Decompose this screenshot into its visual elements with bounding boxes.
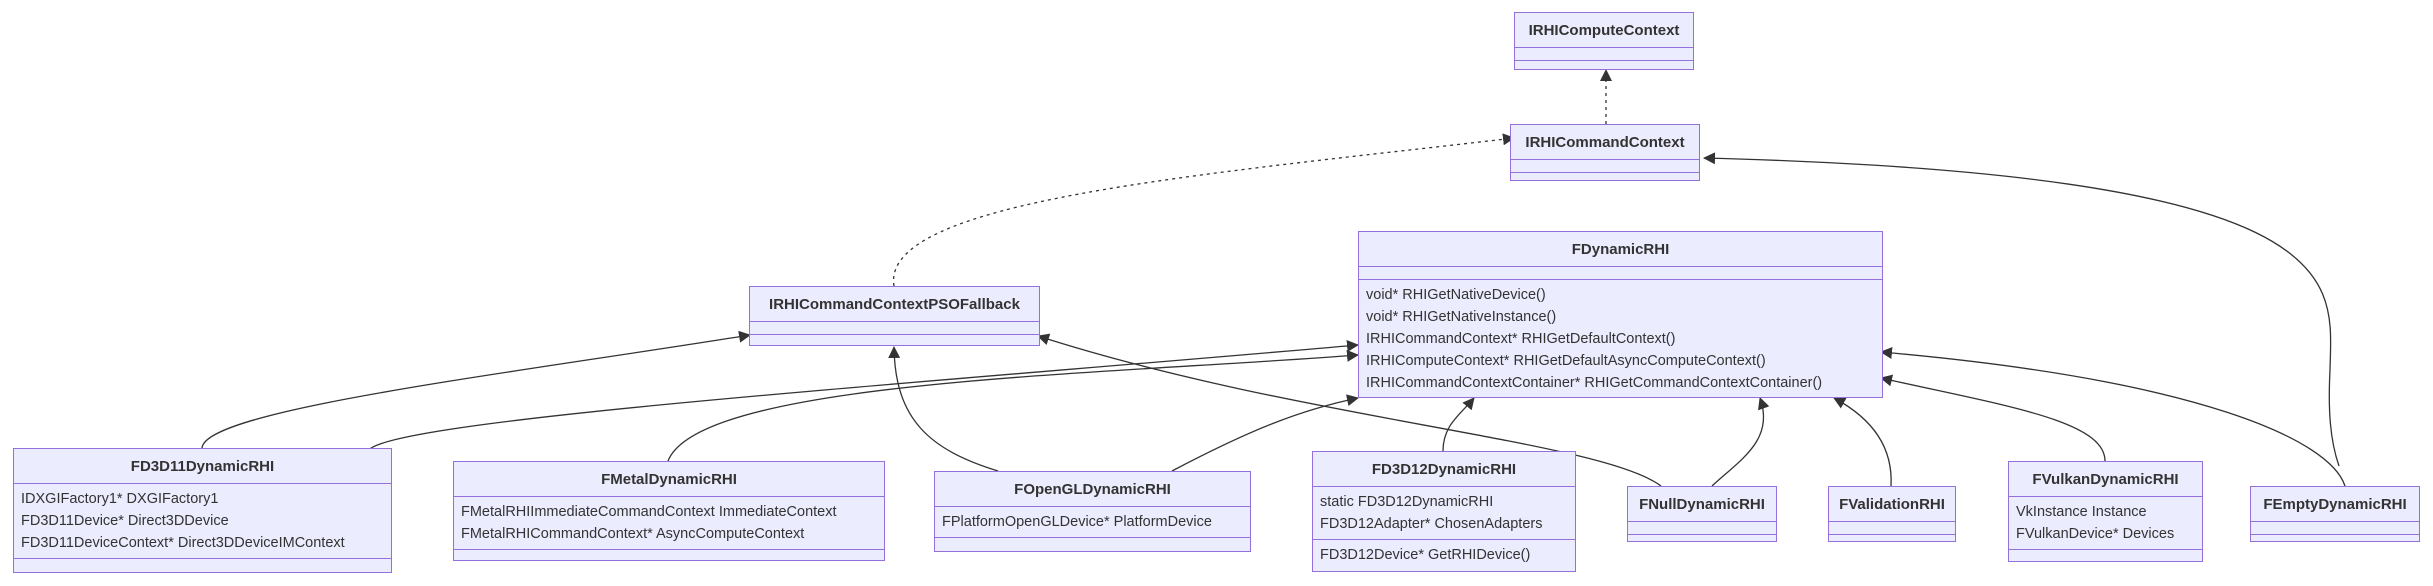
methods-section [2009,549,2202,562]
edge-d3d11-to-dynamicrhi [367,339,1359,452]
class-name: FValidationRHI [1839,496,1945,513]
class-irhicomputecontext[interactable]: IRHIComputeContext [1514,12,1694,70]
methods-section [935,537,1250,550]
edge-metal-to-dynamicrhi [667,349,1359,462]
class-name: IRHICommandContext [1525,134,1685,151]
attribute: FVulkanDevice* Devices [2016,526,2175,542]
attribute: FD3D11DeviceContext* Direct3DDeviceIMCon… [21,535,345,551]
methods-section [1515,60,1693,73]
class-name: IRHIComputeContext [1528,22,1680,39]
attribute: FD3D11Device* Direct3DDevice [21,513,229,529]
attribute: FMetalRHIImmediateCommandContext Immedia… [461,504,837,520]
class-name: FMetalDynamicRHI [601,471,737,488]
edge-empty-to-dynamicrhi [1880,346,2346,487]
class-fopengldynamicrhi[interactable]: FOpenGLDynamicRHI FPlatformOpenGLDevice*… [934,471,1251,552]
edge-empty-to-commandcontext [1703,152,2340,467]
class-name: FDynamicRHI [1571,241,1670,258]
attributes-section [750,321,1039,334]
attributes-section [2251,521,2419,534]
class-fmetaldynamicrhi[interactable]: FMetalDynamicRHI FMetalRHIImmediateComma… [453,461,885,561]
method: void* RHIGetNativeInstance() [1366,309,1557,325]
method: FD3D12Device* GetRHIDevice() [1320,547,1531,563]
attributes-section: IDXGIFactory1* DXGIFactory1 FD3D11Device… [14,483,391,558]
attribute: IDXGIFactory1* DXGIFactory1 [21,491,219,507]
edge-d3d12-to-dynamicrhi [1442,397,1475,452]
attributes-section: static FD3D12DynamicRHI FD3D12Adapter* C… [1313,486,1575,539]
methods-section: FD3D12Device* GetRHIDevice() [1313,539,1575,570]
class-fdynamicrhi[interactable]: FDynamicRHI void* RHIGetNativeDevice() v… [1358,231,1883,398]
class-name: FVulkanDynamicRHI [2032,471,2179,488]
attributes-section [1829,521,1955,534]
methods-section [750,334,1039,347]
methods-section [454,549,884,562]
attributes-section: FMetalRHIImmediateCommandContext Immedia… [454,496,884,549]
class-fvalidationrhi[interactable]: FValidationRHI [1828,486,1956,542]
attributes-section [1515,47,1693,60]
attributes-section: FPlatformOpenGLDevice* PlatformDevice [935,506,1250,537]
attribute: VkInstance Instance [2016,504,2147,520]
class-femptydynamicrhi[interactable]: FEmptyDynamicRHI [2250,486,2420,542]
class-name: FD3D12DynamicRHI [1371,461,1517,478]
edge-validation-to-dynamicrhi [1833,397,1892,487]
class-name: FOpenGLDynamicRHI [1014,481,1171,498]
class-fnulldynamicrhi[interactable]: FNullDynamicRHI [1627,486,1777,542]
attribute: static FD3D12DynamicRHI [1320,494,1494,510]
attribute: FPlatformOpenGLDevice* PlatformDevice [942,514,1212,530]
attributes-section: VkInstance Instance FVulkanDevice* Devic… [2009,496,2202,549]
attribute: FMetalRHICommandContext* AsyncComputeCon… [461,526,805,542]
class-irhicommandcontextpsofallback[interactable]: IRHICommandContextPSOFallback [749,286,1040,346]
method: IRHICommandContext* RHIGetDefaultContext… [1366,331,1676,347]
class-name: FEmptyDynamicRHI [2263,496,2407,513]
edge-null-to-psofallback [1037,333,1662,487]
edge-opengl-to-psofallback [888,346,999,472]
methods-section [1829,534,1955,547]
methods-section [1628,534,1776,547]
edge-psofallback-to-commandcontext [893,133,1515,287]
attributes-section [1359,266,1882,279]
class-name: FD3D11DynamicRHI [130,458,275,475]
edge-null-to-dynamicrhi [1711,397,1770,487]
class-fd3d11dynamicrhi[interactable]: FD3D11DynamicRHI IDXGIFactory1* DXGIFact… [13,448,392,573]
method: IRHICommandContextContainer* RHIGetComma… [1366,375,1823,391]
class-name: IRHICommandContextPSOFallback [769,296,1020,313]
methods-section [2251,534,2419,547]
methods-section [14,558,391,571]
attributes-section [1628,521,1776,534]
class-fd3d12dynamicrhi[interactable]: FD3D12DynamicRHI static FD3D12DynamicRHI… [1312,451,1576,572]
edge-opengl-to-dynamicrhi [1171,394,1359,472]
method: void* RHIGetNativeDevice() [1366,287,1546,303]
edge-vulkan-to-dynamicrhi [1880,374,2106,462]
methods-section [1511,172,1699,185]
class-name: FNullDynamicRHI [1639,496,1765,513]
attribute: FD3D12Adapter* ChosenAdapters [1320,516,1543,532]
edge-d3d11-to-psofallback [201,330,751,449]
methods-section: void* RHIGetNativeDevice() void* RHIGetN… [1359,279,1882,398]
method: IRHIComputeContext* RHIGetDefaultAsyncCo… [1366,353,1766,369]
attributes-section [1511,159,1699,172]
class-irhicommandcontext[interactable]: IRHICommandContext [1510,124,1700,181]
class-fvulkandynamicrhi[interactable]: FVulkanDynamicRHI VkInstance Instance FV… [2008,461,2203,562]
